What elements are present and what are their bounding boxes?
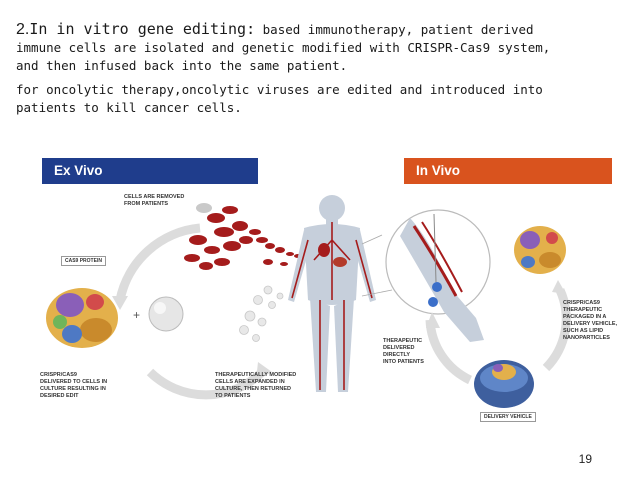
plus-icon: + bbox=[133, 308, 140, 322]
human-body-icon bbox=[288, 195, 376, 392]
cell-icon bbox=[148, 296, 184, 332]
paragraph-oncolytic: for oncolytic therapy,oncolytic viruses … bbox=[16, 82, 543, 115]
paragraph-gene-editing: 2.In in vitro gene editing: based immuno… bbox=[16, 20, 626, 75]
crispr-delivered-label: CRISPR/CAS9 DELIVERED TO CELLS IN CULTUR… bbox=[40, 372, 108, 399]
cells-removed-label: CELLS ARE REMOVED FROM PATIENTS bbox=[124, 194, 185, 207]
cycle-arrow-bottom bbox=[146, 368, 266, 400]
crispr-packaged-label: CRISPR/CAS9 THERAPEUTIC PACKAGED IN A DE… bbox=[563, 300, 618, 341]
ex-vivo-header: Ex Vivo bbox=[42, 158, 258, 184]
list-number: 2. bbox=[16, 21, 30, 38]
delivery-vehicle-label: DELIVERY VEHICLE bbox=[480, 412, 536, 422]
blood-cells-icon bbox=[184, 203, 302, 270]
paragraph-lead: In in vitro gene editing: bbox=[29, 20, 256, 38]
modified-cells-label: THERAPEUTICALLY MODIFIED CELLS ARE EXPAN… bbox=[215, 372, 297, 399]
paragraph-body: based immunotherapy, patient derived imm… bbox=[16, 22, 551, 73]
modified-cells-icon bbox=[239, 285, 284, 342]
arrowhead-bottom bbox=[256, 362, 272, 380]
arrowhead-top bbox=[112, 296, 128, 310]
delivery-vehicle-icon bbox=[474, 360, 534, 408]
in-vivo-arrow-right bbox=[542, 288, 571, 372]
cycle-arrow-top bbox=[115, 223, 201, 301]
cas9-protein-icon bbox=[46, 288, 118, 348]
page-number: 19 bbox=[578, 452, 592, 466]
therapeutic-delivered-label: THERAPEUTIC DELIVERED DIRECTLY INTO PATI… bbox=[383, 338, 424, 365]
cas9-protein-label: CAS9 PROTEIN bbox=[61, 256, 106, 266]
arm-icon bbox=[400, 213, 484, 342]
in-vivo-header: In Vivo bbox=[404, 158, 612, 184]
crispr-protein-icon bbox=[514, 226, 566, 274]
